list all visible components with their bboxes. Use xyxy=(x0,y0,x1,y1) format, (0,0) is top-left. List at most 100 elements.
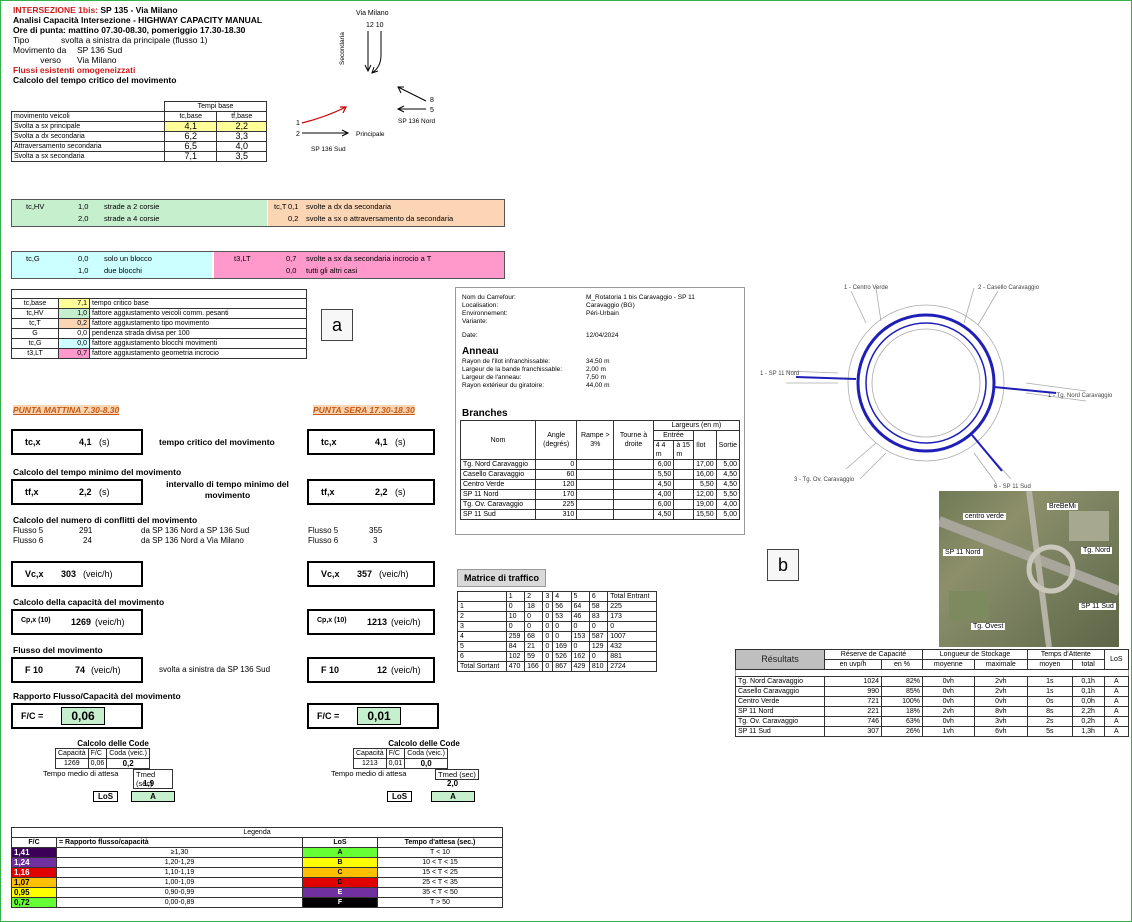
tct-v1: 0,2 xyxy=(288,214,299,223)
matrix-title: Matrice di traffico xyxy=(457,569,547,587)
sketch-n2: 2 xyxy=(296,131,300,138)
tfx-desc: intervallo di tempo minimo del movimento xyxy=(166,479,289,500)
tipo-value: svolta a sinistra da principale (flusso … xyxy=(61,35,208,45)
title-main: SP 135 - Via Milano xyxy=(100,5,178,15)
sketch-n5: 5 xyxy=(430,107,434,114)
section-capacity: Calcolo della capacità del movimento xyxy=(13,597,165,607)
cpx-am-box: Cp,x (10) 1269 (veic/h) xyxy=(11,609,143,635)
tcx-am-box: tc,x 4,1 (s) xyxy=(11,429,143,455)
punta-mattina: PUNTA MATTINA 7.30-8.30 xyxy=(13,405,120,415)
thv-v1: 2,0 xyxy=(78,214,89,223)
rb-label-2: 2 - Casello Caravaggio xyxy=(978,285,1040,291)
tct-v0: 0,1 xyxy=(288,202,299,211)
vcx-am-box: Vc,x 303 (veic/h) xyxy=(11,561,143,587)
fc-am-box: F/C = 0,06 xyxy=(11,703,143,729)
tipo-label: Tipo xyxy=(13,35,30,45)
title-prefix: INTERSEZIONE 1bis: xyxy=(13,5,99,15)
vcx-pm-box: Vc,x 357 (veic/h) xyxy=(307,561,435,587)
fc-pm-box: F/C = 0,01 xyxy=(307,703,439,729)
tg-t1: due blocchi xyxy=(104,266,142,275)
fc-am-value: 0,06 xyxy=(61,707,105,725)
verso-label: verso xyxy=(40,55,61,65)
base-group-header: Tempi base xyxy=(164,101,267,112)
f10-am-box: F 10 74 (veic/h) xyxy=(11,657,143,683)
thv-t1: strade a 4 corsie xyxy=(104,214,160,223)
tct-label: tc,T xyxy=(274,202,287,211)
roundabout-diagram: 1 - Centro Verde 2 - Casello Caravaggio … xyxy=(760,285,1113,490)
sketch-nums-top: 12 10 xyxy=(366,22,384,29)
punta-sera: PUNTA SERA 17.30-18.30 xyxy=(313,405,415,415)
tg-t0: solo un blocco xyxy=(104,254,152,263)
header-block: INTERSEZIONE 1bis: SP 135 - Via Milano A… xyxy=(13,5,313,85)
roundabout-info-panel: Nom du Carrefour:M_Rotatoria 1 bis Carav… xyxy=(455,287,745,535)
tcx-pm-box: tc,x 4,1 (s) xyxy=(307,429,435,455)
movimento-value: SP 136 Sud xyxy=(77,45,123,55)
verso-value: Via Milano xyxy=(77,55,117,65)
tg-v1: 1,0 xyxy=(78,266,89,275)
arrow-2 xyxy=(302,129,350,137)
tct-t1: svolte a sx o attraversamento da seconda… xyxy=(306,214,454,223)
base-col2: tc,base xyxy=(163,111,218,122)
t3-v0: 0,7 xyxy=(286,254,297,263)
arrow-8 xyxy=(397,86,427,102)
sketch-secondaria: Secondaria xyxy=(339,32,346,65)
movimento-label: Movimento da xyxy=(13,45,67,55)
results-table: Résultats Réserve de Capacité Longueur d… xyxy=(735,649,1130,737)
section-ratio: Rapporto Flusso/Capacità del movimento xyxy=(13,691,181,701)
base-col3: tf,base xyxy=(216,111,267,122)
t3-label: t3,LT xyxy=(234,254,251,263)
panel-label-a: a xyxy=(321,309,353,341)
t3-t0: svolte a sx da secondaria incrocio a T xyxy=(306,254,432,263)
fc-pm-value: 0,01 xyxy=(357,707,401,725)
tfx-am-box: tf,x 2,2 (s) xyxy=(11,479,143,505)
base-col1: movimento veicoli xyxy=(11,111,165,122)
rb-label-6: 6 - SP 11 Sud xyxy=(994,484,1031,490)
section-min-time: Calcolo del tempo minimo del movimento xyxy=(13,467,182,477)
section-conflicts: Calcolo del numero di conflitti del movi… xyxy=(13,515,198,525)
branches-heading: Branches xyxy=(462,408,508,419)
tcx-desc: tempo critico del movimento xyxy=(159,437,275,447)
anneau-heading: Anneau xyxy=(462,346,499,357)
peak-hours: Ore di punta: mattino 07.30-08.30, pomer… xyxy=(13,25,246,35)
panel-label-b: b xyxy=(767,549,799,581)
tg-label: tc,G xyxy=(26,254,40,263)
thv-t0: strade a 2 corsie xyxy=(104,202,160,211)
f10-pm-box: F 10 12 (veic/h) xyxy=(307,657,435,683)
